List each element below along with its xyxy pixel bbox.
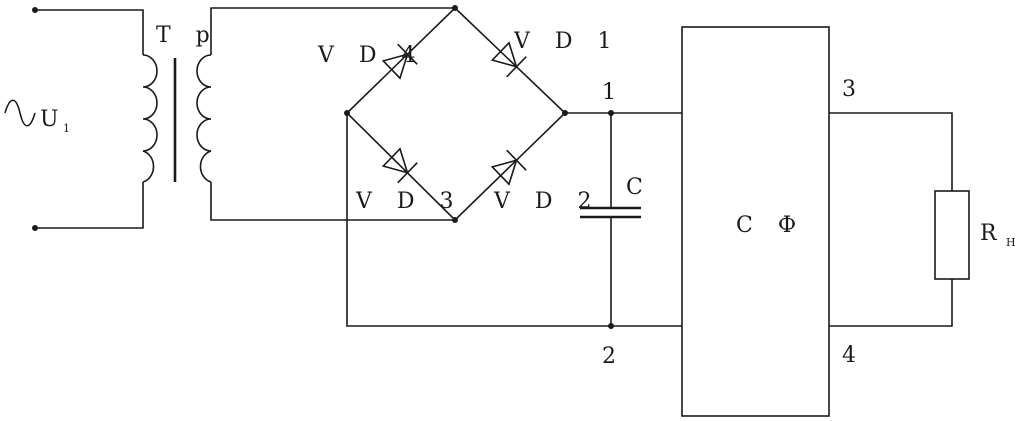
transformer-secondary-coil [196, 54, 212, 183]
source-voltage-subscript: 1 [63, 122, 70, 135]
diode-bridge: V D 4 V D 1 V D 3 V D 2 [317, 5, 621, 223]
node-2-label: 2 [602, 344, 616, 369]
load-subscript: Н [1006, 236, 1016, 249]
capacitor-label: C [626, 175, 643, 200]
node-4-label: 4 [842, 343, 856, 368]
bridge-node-bottom [452, 217, 458, 223]
secondary-lead-bottom [210, 182, 455, 221]
diode-vd2-label: V D 2 [493, 189, 601, 214]
diode-vd3-symbol [381, 147, 418, 184]
source-voltage-label: U [40, 107, 59, 132]
ac-source: U 1 [4, 7, 144, 231]
transformer-label: Т р [156, 23, 219, 48]
diode-vd2-symbol [490, 149, 527, 186]
output-bus: 1 2 [346, 80, 682, 369]
sine-wave-icon [4, 99, 36, 127]
node-1-label: 1 [602, 80, 616, 105]
node-3-label: 3 [842, 77, 856, 102]
filter-label: С Ф [736, 213, 805, 238]
capacitor: C [580, 113, 643, 326]
source-lead-bottom [35, 182, 144, 229]
load: R Н [829, 112, 1016, 327]
source-lead-top [35, 9, 144, 55]
filter-box [681, 26, 830, 417]
diode-vd4-symbol [381, 43, 418, 80]
diode-vd1-label: V D 1 [513, 29, 621, 54]
load-label: R [980, 221, 998, 246]
negative-rail [346, 113, 682, 327]
bridge-node-top [452, 5, 458, 11]
transformer-primary-coil [142, 54, 158, 183]
diode-vd3-label: V D 3 [355, 189, 463, 214]
diode-vd1-symbol [490, 41, 527, 78]
load-lead-bottom [829, 279, 953, 327]
load-lead-top [829, 112, 953, 191]
secondary-lead-top [210, 7, 455, 55]
transformer: Т р [142, 7, 455, 221]
filter-block: С Ф 3 4 [681, 26, 856, 417]
diode-vd4-label: V D 4 [317, 43, 425, 68]
load-resistor [934, 190, 970, 280]
